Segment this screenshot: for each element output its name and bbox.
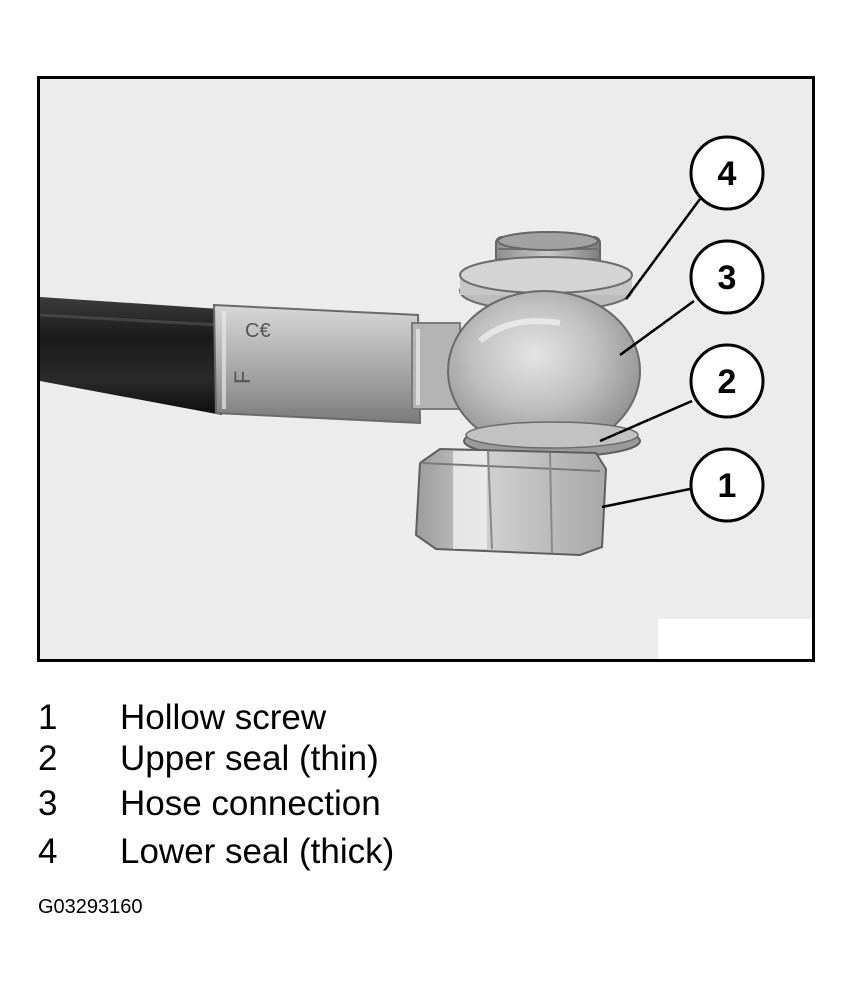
legend-item-number: 2 [38, 739, 58, 778]
legend-item-number: 1 [38, 698, 58, 737]
legend-item-text: Hose connection [120, 784, 381, 823]
hose-ferrule: C€ F [212, 303, 422, 425]
hose [40, 297, 222, 415]
legend-item-text: Lower seal (thick) [120, 832, 395, 871]
callout-number: 1 [718, 467, 737, 505]
leader-1 [601, 487, 691, 509]
legend-item-text: Upper seal (thin) [120, 739, 379, 778]
callout-4: 4 [689, 135, 765, 211]
callout-number: 3 [718, 259, 737, 297]
callout-1: 1 [689, 447, 765, 523]
figure-code: G03293160 [38, 896, 143, 918]
leader-3 [619, 299, 695, 357]
callout-number: 4 [718, 155, 737, 193]
legend-item-number: 4 [38, 832, 58, 871]
hose-fitting-illustration: C€ F [40, 135, 812, 659]
figure-panel: C€ F [37, 76, 815, 662]
upper-seal-thin [463, 421, 641, 458]
legend-item-text: Hollow screw [120, 698, 327, 737]
callout-2: 2 [689, 343, 765, 419]
label-patch [658, 619, 812, 659]
fitting-marking-2: F [230, 371, 255, 384]
fitting-marking-1: C€ [245, 320, 271, 342]
legend-item-number: 3 [38, 784, 58, 823]
callout-leaders [599, 198, 702, 509]
leader-2 [599, 399, 693, 443]
hollow-screw-head [414, 447, 608, 557]
callout-number: 2 [718, 363, 737, 401]
callout-3: 3 [689, 239, 765, 315]
leader-4 [624, 198, 702, 300]
